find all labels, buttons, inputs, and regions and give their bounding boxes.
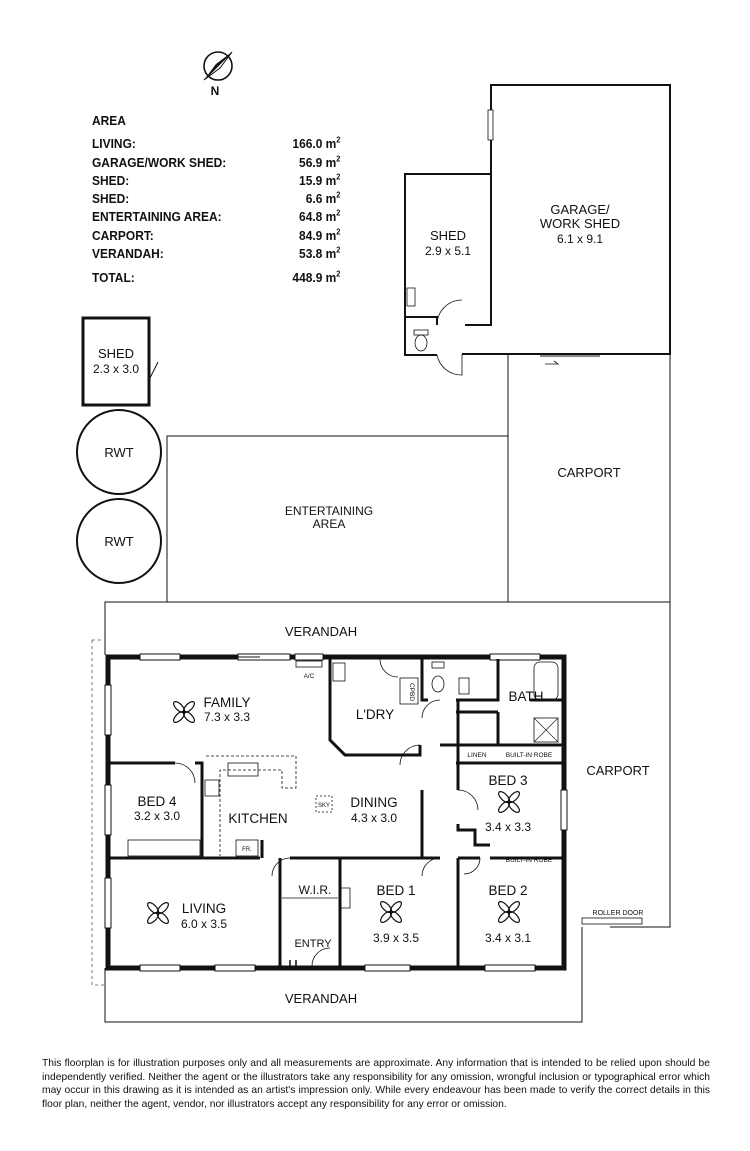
roller-door-label: ROLLER DOOR xyxy=(593,910,644,917)
ceiling-fan-icon xyxy=(171,699,197,725)
area-total-value: 448.9 m2 xyxy=(292,270,341,286)
robe-label: BUILT-IN ROBE xyxy=(506,752,553,759)
area-row-value: 15.9 m2 xyxy=(299,172,341,188)
area-row-name: VERANDAH: xyxy=(92,246,164,262)
skylight-label: SKY xyxy=(318,803,330,809)
bed1-size: 3.9 x 3.5 xyxy=(373,931,419,945)
area-schedule: AREA LIVING: 166.0 m2 GARAGE/WORK SHED: 56… xyxy=(92,112,340,288)
area-total-row: TOTAL: 448.9 m2 xyxy=(92,269,340,287)
fridge-label: FR. xyxy=(242,847,252,853)
rwt-tank-2: RWT xyxy=(76,498,162,584)
area-row: GARAGE/WORK SHED: 56.9 m2 xyxy=(92,154,340,172)
bed3-name: BED 3 xyxy=(488,773,527,788)
ceiling-fan-icon xyxy=(496,789,522,815)
family-size: 7.3 x 3.3 xyxy=(204,710,250,724)
carport-side-name: CARPORT xyxy=(586,763,649,778)
area-row-name: GARAGE/WORK SHED: xyxy=(92,154,227,170)
area-row-name: SHED: xyxy=(92,172,130,188)
area-row: VERANDAH: 53.8 m2 xyxy=(92,245,340,263)
verandah-top-name: VERANDAH xyxy=(285,624,357,639)
bed4-size: 3.2 x 3.0 xyxy=(134,809,180,823)
shed-large-name: SHED xyxy=(430,228,466,243)
rwt-tank-1: RWT xyxy=(76,409,162,495)
area-total-name: TOTAL: xyxy=(92,270,135,286)
house-walls xyxy=(104,653,568,972)
cupboard-label: CPBD xyxy=(408,683,415,701)
robe-label: BUILT-IN ROBE xyxy=(506,857,553,864)
ceiling-fan-icon xyxy=(378,899,404,925)
shed-large-size: 2.9 x 5.1 xyxy=(425,244,471,258)
dining-size: 4.3 x 3.0 xyxy=(351,811,397,825)
ceiling-fan-icon xyxy=(496,899,522,925)
garage-work-shed: GARAGE/ WORK SHED 6.1 x 9.1 xyxy=(436,84,671,376)
bed3-size: 3.4 x 3.3 xyxy=(485,820,531,834)
verandah-outline: VERANDAH VERANDAH xyxy=(91,601,670,1023)
wir-name: W.I.R. xyxy=(299,883,332,897)
living-name: LIVING xyxy=(182,901,226,916)
bed2-size: 3.4 x 3.1 xyxy=(485,931,531,945)
bed2-name: BED 2 xyxy=(488,883,527,898)
north-label: N xyxy=(211,84,220,98)
area-row-value: 84.9 m2 xyxy=(299,227,341,243)
bed1-name: BED 1 xyxy=(376,883,415,898)
rwt-1-name: RWT xyxy=(104,445,133,460)
garage-name-line2: WORK SHED xyxy=(540,216,620,231)
area-row-value: 64.8 m2 xyxy=(299,209,341,225)
family-name: FAMILY xyxy=(203,695,250,710)
area-row-value: 6.6 m2 xyxy=(305,190,341,207)
kitchen-name: KITCHEN xyxy=(228,811,287,826)
area-row: SHED: 15.9 m2 xyxy=(92,172,340,190)
entertaining-area: ENTERTAINING AREA xyxy=(166,435,509,603)
disclaimer-text: This floorplan is for illustration purpo… xyxy=(42,1058,710,1110)
linen-label: LINEN xyxy=(467,752,486,759)
entertaining-name-line2: AREA xyxy=(313,517,346,531)
carport: CARPORT CARPORT ROLLER DOOR xyxy=(507,354,671,985)
area-row: LIVING: 166.0 m2 xyxy=(92,135,340,153)
area-row-name: CARPORT: xyxy=(92,227,154,243)
carport-top-name: CARPORT xyxy=(557,465,620,480)
area-row-value: 53.8 m2 xyxy=(299,245,341,262)
north-arrow-icon: N xyxy=(203,51,233,98)
bed4-name: BED 4 xyxy=(137,794,177,809)
ceiling-fan-icon xyxy=(145,900,171,926)
shed-large: SHED 2.9 x 5.1 xyxy=(404,173,492,356)
shed-small-name: SHED xyxy=(98,346,134,361)
entry-name: ENTRY xyxy=(294,938,332,950)
dining-name: DINING xyxy=(350,795,397,810)
area-row: ENTERTAINING AREA: 64.8 m2 xyxy=(92,208,340,226)
area-row-value: 166.0 m2 xyxy=(292,135,341,152)
area-row: SHED: 6.6 m2 xyxy=(92,190,340,208)
verandah-bottom-name: VERANDAH xyxy=(285,991,357,1006)
garage-name-line1: GARAGE/ xyxy=(550,202,610,217)
bath-name: BATH xyxy=(508,689,543,704)
shed-small-size: 2.3 x 3.0 xyxy=(93,362,139,376)
area-row-name: SHED: xyxy=(92,191,130,207)
ac-label: A/C xyxy=(304,673,315,680)
entertaining-name-line1: ENTERTAINING xyxy=(285,504,373,518)
area-row-value: 56.9 m2 xyxy=(299,154,341,170)
laundry-name: L'DRY xyxy=(356,707,394,722)
area-row: CARPORT: 84.9 m2 xyxy=(92,227,340,245)
area-row-name: LIVING: xyxy=(92,136,136,152)
area-row-name: ENTERTAINING AREA: xyxy=(92,209,222,225)
shed-small: SHED 2.3 x 3.0 xyxy=(81,316,159,407)
living-size: 6.0 x 3.5 xyxy=(181,917,227,931)
garage-size: 6.1 x 9.1 xyxy=(557,232,603,246)
area-title: AREA xyxy=(92,113,126,128)
rwt-2-name: RWT xyxy=(104,534,133,549)
